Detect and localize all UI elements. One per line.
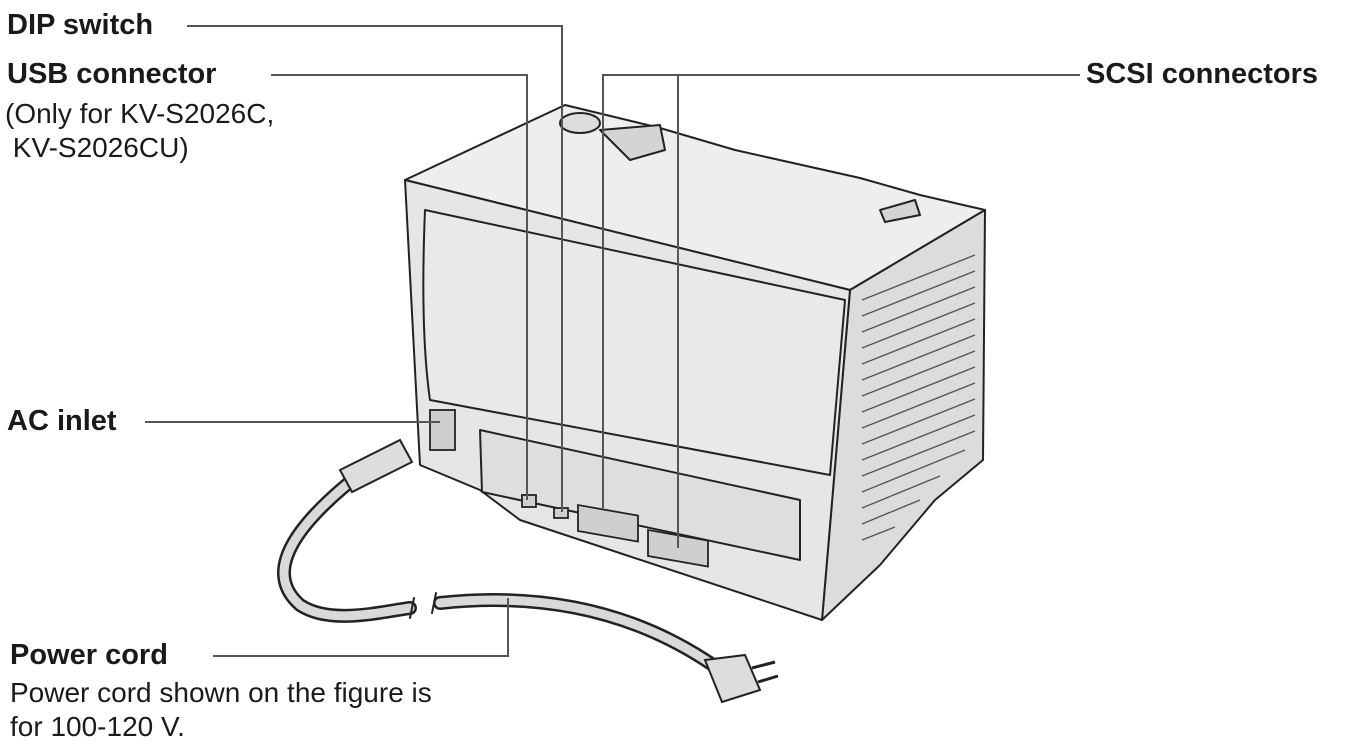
power-cord-drawing xyxy=(277,463,727,677)
scsi-leader-a xyxy=(602,74,1080,508)
scanner-rear-cover xyxy=(422,209,846,476)
scsi-port-1 xyxy=(577,503,639,543)
ports xyxy=(429,409,709,568)
usb-note-line-1: (Only for KV-S2026C, xyxy=(5,98,275,129)
ac-inlet-socket xyxy=(429,409,456,451)
usb-note-line-2: KV-S2026CU) xyxy=(5,132,189,163)
dip-switch-label: DIP switch xyxy=(7,9,154,41)
vent-grille xyxy=(861,254,976,541)
power-cord-leader xyxy=(213,598,509,657)
cord-break-mark xyxy=(409,592,437,619)
scsi-connectors-label: SCSI connectors xyxy=(1086,58,1319,90)
dip-switch-leader xyxy=(187,25,563,512)
power-cord-note-line-2: for 100-120 V. xyxy=(10,711,185,742)
usb-connector-label: USB connector xyxy=(7,58,217,90)
ac-inlet-label: AC inlet xyxy=(7,405,117,437)
power-cord-note-line-1: Power cord shown on the figure is xyxy=(10,677,432,708)
scanner-lower-panel xyxy=(479,429,801,561)
inlet-plug xyxy=(338,438,414,494)
usb-port xyxy=(521,494,537,508)
wall-plug xyxy=(703,653,779,704)
leader-lines xyxy=(145,25,1080,657)
scanner-body xyxy=(404,104,986,621)
scanner-top-knob xyxy=(559,112,601,134)
usb-connector-leader xyxy=(271,74,528,500)
scanner-paper-guide xyxy=(599,124,666,161)
power-cord-label: Power cord xyxy=(10,639,168,671)
scanner-side-tab xyxy=(879,199,921,223)
